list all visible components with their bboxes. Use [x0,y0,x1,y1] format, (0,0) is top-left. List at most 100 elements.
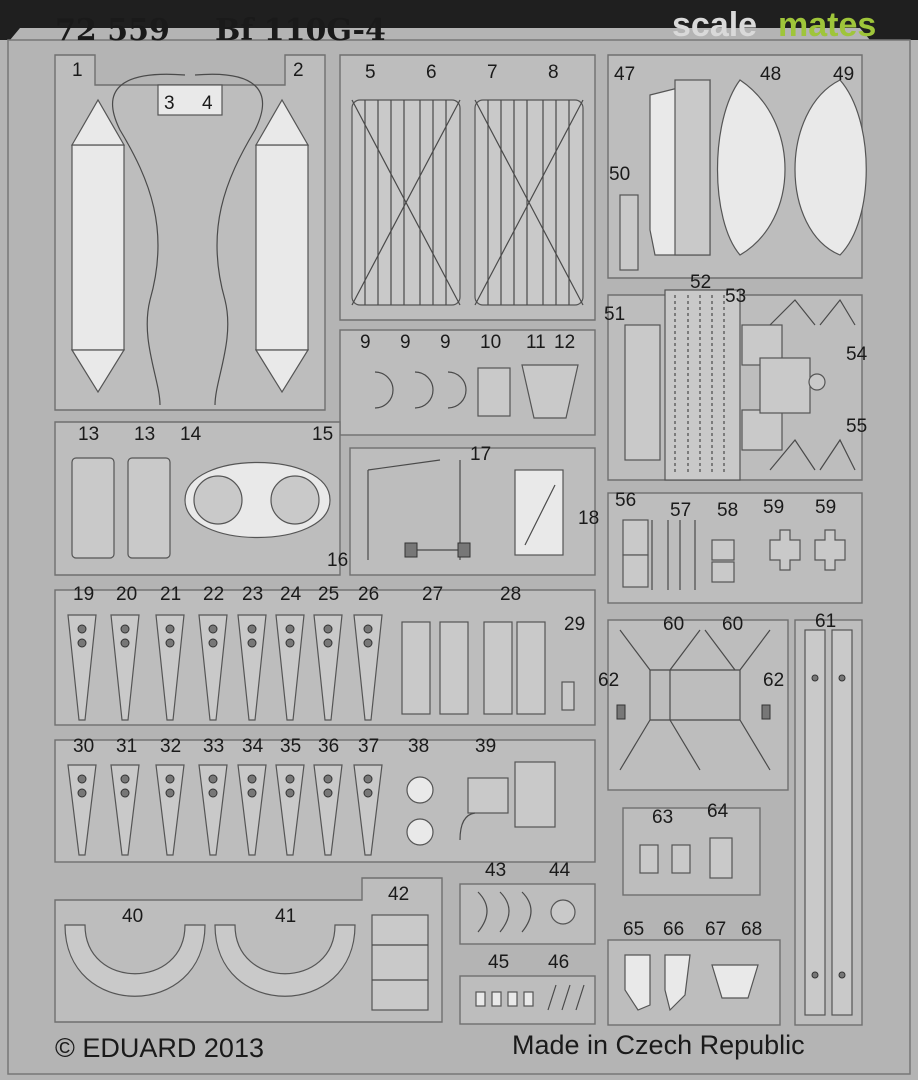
label-part-47: 47 [614,64,635,85]
panel-parts-63-64: 63 64 [622,801,761,896]
tapered-arm-part [67,764,97,856]
label-part-15: 15 [312,424,333,445]
label-part-57: 57 [670,500,691,521]
tapered-arm-part [237,764,267,856]
rivet-hole [165,774,175,784]
rivet-hole [363,774,373,784]
label-part-53: 53 [725,286,746,307]
label-part-16: 16 [327,550,348,571]
label-part-2: 2 [293,60,304,81]
label-part-28: 28 [500,584,521,605]
label-part-59b: 59 [815,497,836,518]
label-part-11: 11 [526,332,546,353]
rivet-hole [165,788,175,798]
label-part-7: 7 [487,62,498,83]
tapered-arm-part [313,614,343,721]
fret-code: 72 559 [55,13,170,48]
label-part-52: 52 [690,272,711,293]
label-part-26: 26 [358,584,379,605]
rivet-hole [247,638,257,648]
label-part-38: 38 [408,736,429,757]
rivet-hole [120,788,130,798]
label-part-13a: 13 [78,424,99,445]
label-part-64: 64 [707,801,729,822]
rivet-hole [208,624,218,634]
label-part-62a: 62 [598,670,619,691]
label-part-17: 17 [470,444,491,465]
panel-part-61: 61 [794,611,863,1026]
tapered-arm-part [155,614,185,721]
label-part-66: 66 [663,919,684,940]
label-part-6: 6 [426,62,437,83]
panel-parts-17-18: 17 18 [349,444,599,576]
label-part-68: 68 [741,919,762,940]
label-part-22: 22 [203,584,224,605]
label-part-35: 35 [280,736,301,757]
rivet-hole [247,774,257,784]
label-part-8: 8 [548,62,559,83]
tapered-arm-part [198,764,228,856]
tapered-arm-part [353,764,383,856]
label-part-18: 18 [578,508,599,529]
rivet-hole [363,638,373,648]
rivet-hole [77,774,87,784]
rivet-hole [323,624,333,634]
label-part-37: 37 [358,736,379,757]
label-part-27: 27 [422,584,443,605]
label-part-34: 34 [242,736,264,757]
scalemates-watermark: scale mates [672,6,876,44]
rivet-hole [323,788,333,798]
label-part-44: 44 [549,860,571,881]
label-part-19: 19 [73,584,94,605]
label-part-41: 41 [275,906,296,927]
tapered-arm-part [313,764,343,856]
label-part-33: 33 [203,736,224,757]
panel-parts-9-12: 9 9 9 10 11 12 [339,329,596,436]
rivet-hole [120,638,130,648]
tapered-arm-part [110,614,140,721]
rivet-hole [120,774,130,784]
label-part-65: 65 [623,919,644,940]
tapered-arm-part [67,614,97,721]
label-part-30: 30 [73,736,94,757]
label-part-12: 12 [554,332,575,353]
panel-parts-1-4: 1 2 3 4 [54,54,326,411]
label-part-63: 63 [652,807,673,828]
label-part-59a: 59 [763,497,784,518]
rivet-hole [323,774,333,784]
label-part-4: 4 [202,93,213,114]
panel-parts-45-46: 45 46 [459,952,596,1025]
label-part-39: 39 [475,736,496,757]
label-part-45: 45 [488,952,509,973]
panel-parts-13-16: 13 13 14 15 16 [54,421,348,576]
panel-parts-51-55: 51 52 53 54 55 [604,272,868,481]
rivet-hole [285,788,295,798]
tapered-arm-part [155,764,185,856]
label-part-67: 67 [705,919,726,940]
rivet-hole [363,788,373,798]
label-part-54: 54 [846,344,868,365]
label-part-46: 46 [548,952,569,973]
panel-parts-40-42: 40 41 42 [54,877,443,1023]
label-part-13b: 13 [134,424,155,445]
label-part-9c: 9 [440,332,451,353]
panel-parts-60-62: 60 60 62 62 [598,614,789,791]
label-part-62b: 62 [763,670,784,691]
label-part-25: 25 [318,584,339,605]
label-part-55: 55 [846,416,867,437]
panel-parts-56-59: 56 57 58 59 59 [607,490,863,604]
label-part-49: 49 [833,64,854,85]
label-part-51: 51 [604,304,625,325]
label-part-1: 1 [72,60,83,81]
watermark-part1: scale [672,6,757,44]
label-part-60b: 60 [722,614,743,635]
panel-parts-65-68: 65 66 67 68 [607,919,781,1026]
rivet-hole [120,624,130,634]
rivet-hole [77,788,87,798]
label-part-32: 32 [160,736,181,757]
tapered-arm-part [275,614,305,721]
tapered-arm-part [110,764,140,856]
arm-row-30-37 [67,764,383,856]
label-part-43: 43 [485,860,506,881]
label-part-31: 31 [116,736,137,757]
